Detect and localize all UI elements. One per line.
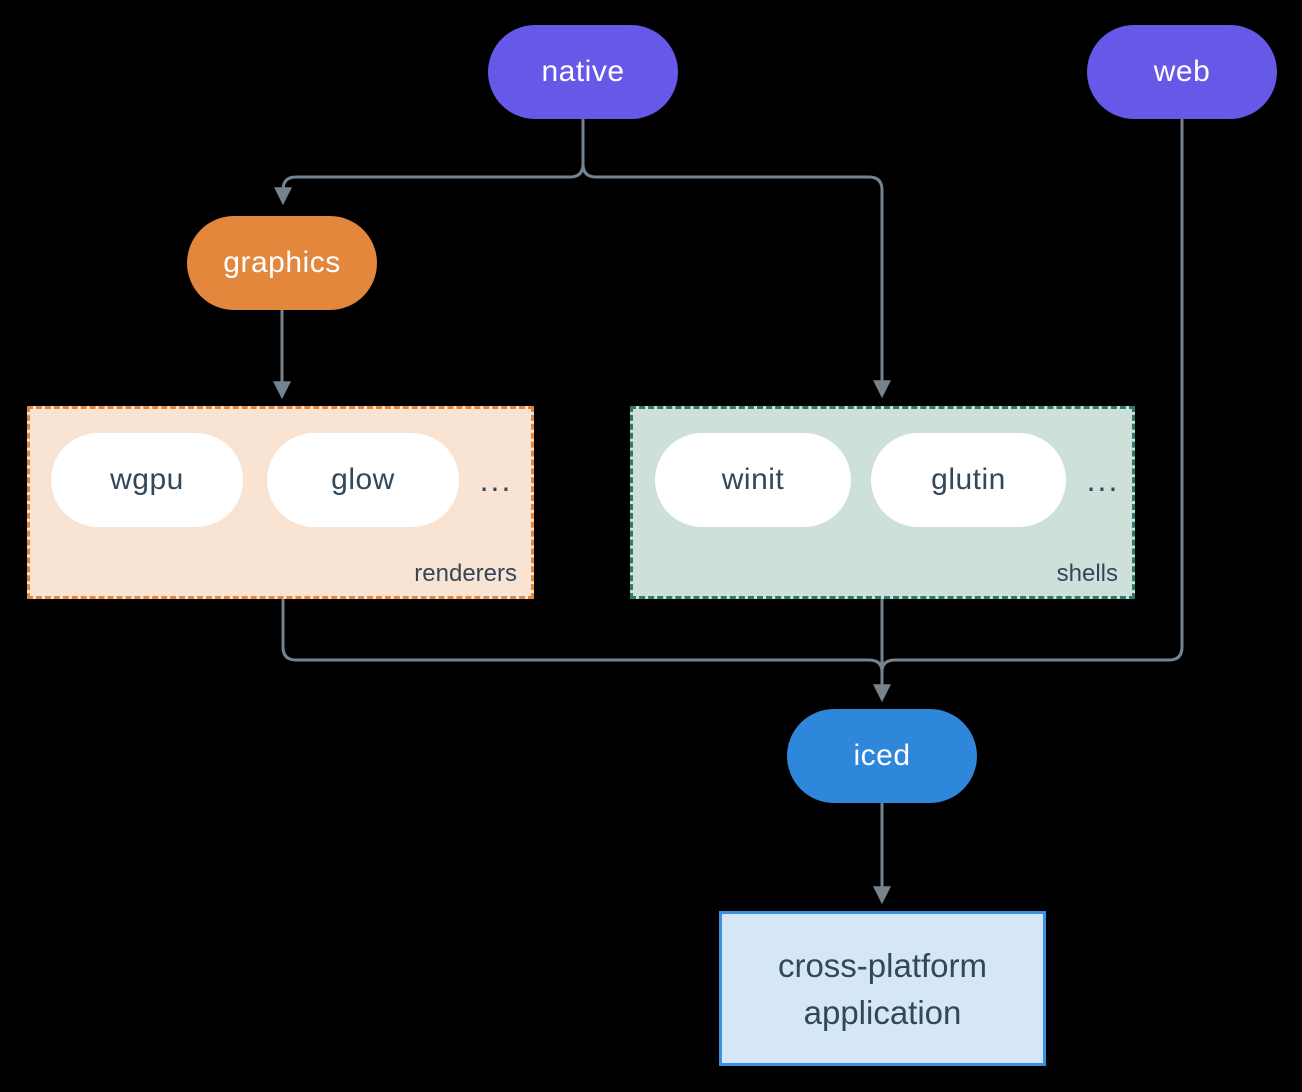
node-glow: glow [267, 433, 459, 527]
node-graphics: graphics [187, 216, 377, 310]
application-label-line1: cross-platform [777, 946, 988, 984]
edge-renderers-to-merge [281, 598, 884, 674]
edge-native-to-shells [581, 162, 891, 399]
node-winit-label: winit [721, 463, 785, 496]
node-cross-platform-application: cross-platform application [719, 911, 1046, 1066]
node-wgpu: wgpu [51, 433, 243, 527]
node-glutin: glutin [871, 433, 1066, 527]
group-shells-label: shells [1056, 560, 1118, 587]
node-graphics-label: graphics [223, 246, 341, 279]
node-glutin-label: glutin [931, 463, 1006, 496]
node-web-label: web [1153, 55, 1211, 88]
node-web: web [1087, 25, 1277, 119]
node-iced-label: iced [853, 739, 911, 772]
node-winit: winit [655, 433, 851, 527]
node-glow-label: glow [331, 463, 395, 496]
renderers-ellipsis: ... [479, 461, 513, 498]
application-label-line2: application [803, 993, 962, 1031]
group-renderers-label: renderers [414, 560, 517, 587]
node-iced: iced [787, 709, 977, 803]
group-shells: winit glutin ... shells [630, 406, 1135, 599]
group-renderers: wgpu glow ... renderers [27, 406, 534, 599]
edge-native-to-graphics [274, 118, 585, 206]
shells-ellipsis: ... [1086, 461, 1120, 498]
node-native-label: native [541, 55, 625, 88]
node-wgpu-label: wgpu [110, 463, 184, 496]
node-native: native [488, 25, 678, 119]
